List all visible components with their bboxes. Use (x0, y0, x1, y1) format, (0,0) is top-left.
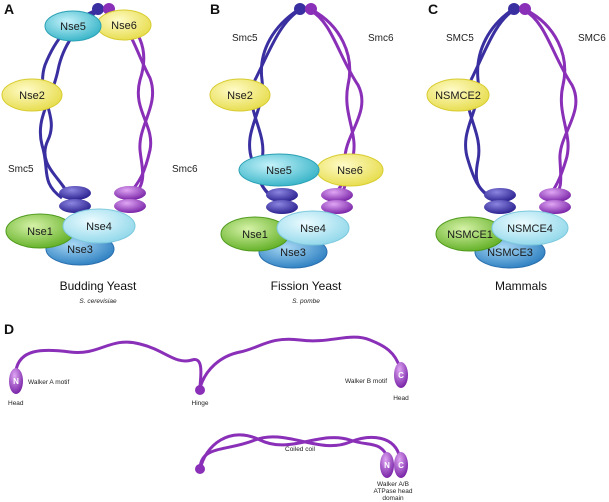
nse3-label-b: Nse3 (280, 247, 306, 259)
smc5-arm-label: Smc5 (8, 164, 34, 175)
nse6-subunit: Nse6 (96, 9, 152, 41)
nsmce4-label: NSMCE4 (507, 223, 553, 235)
nse1-subunit: Nse1 (5, 213, 75, 249)
smc6-arm-c (523, 8, 578, 200)
folded-c-letter: C (398, 461, 404, 470)
nse6-label-b: Nse6 (337, 165, 363, 177)
nse2-label-b: Nse2 (227, 90, 253, 102)
smc5-hinge-c (508, 3, 520, 15)
folded-c-head: C (394, 452, 408, 478)
panel-a-species: S. cerevisiae (79, 298, 117, 305)
smc5-arm-label-c: SMC5 (446, 33, 474, 44)
coiled-coil-label: Coiled coil (285, 446, 316, 453)
smc5-head (59, 186, 91, 213)
nse2-subunit-b: Nse2 (209, 78, 271, 112)
nsmce4-subunit: NSMCE4 (491, 210, 569, 246)
c-terminal-letter: C (398, 371, 404, 380)
smc6-hinge-b (305, 3, 317, 15)
smc5-head-b (266, 188, 298, 214)
folded-n-head: N (380, 452, 394, 478)
panel-letter-a: A (4, 1, 14, 17)
panel-d: D N C Walker A motif Head Hinge Walker B… (4, 321, 413, 502)
smc6-arm-label-c: SMC6 (578, 33, 606, 44)
panel-letter-b: B (210, 1, 220, 17)
walker-ab-line1: Walker A/B (377, 481, 409, 488)
nse2-label: Nse2 (19, 90, 45, 102)
panel-b: B Smc5 Smc6 Nse2 Nse6 (209, 1, 394, 305)
smc6-arm-label: Smc6 (172, 164, 198, 175)
smc6-head-b (321, 188, 353, 214)
nse6-label: Nse6 (111, 20, 137, 32)
walker-a-label: Walker A motif (28, 379, 69, 386)
hinge-domain-folded (195, 464, 205, 474)
walker-b-label: Walker B motif (345, 378, 387, 385)
panel-letter-d: D (4, 321, 14, 337)
nse4-label: Nse4 (86, 221, 112, 233)
nse4-subunit: Nse4 (62, 208, 136, 244)
walker-ab-line2: ATPase head (374, 488, 413, 495)
smc6-head-c (539, 188, 571, 214)
smc5-arm-c (464, 8, 515, 200)
linear-smc-chain (14, 335, 402, 389)
n-terminal-head: N (9, 368, 23, 394)
nse1-subunit-b: Nse1 (220, 216, 290, 252)
folded-n-letter: N (384, 461, 390, 470)
nsmce3-label: NSMCE3 (487, 247, 533, 259)
hinge-label: Hinge (192, 400, 209, 407)
nse4-label-b: Nse4 (300, 223, 326, 235)
nsmce2-label: NSMCE2 (435, 90, 481, 102)
smc6-arm-label-b: Smc6 (368, 33, 394, 44)
nse6-subunit-b: Nse6 (316, 153, 384, 187)
nse1-label: Nse1 (27, 226, 53, 238)
panel-b-species: S. pombe (292, 298, 320, 305)
nse1-label-b: Nse1 (242, 229, 268, 241)
panel-letter-c: C (428, 1, 438, 17)
nse5-subunit: Nse5 (44, 10, 102, 42)
head-right-label: Head (393, 395, 409, 402)
smc6-head (114, 186, 146, 213)
nse4-subunit-b: Nse4 (276, 210, 350, 246)
panel-a: A Nse6 Nse5 (1, 1, 198, 305)
hinge-domain (195, 385, 205, 395)
smc5-arm-label-b: Smc5 (232, 33, 258, 44)
c-terminal-head: C (394, 362, 408, 388)
smc6-hinge-c (519, 3, 531, 15)
panel-b-caption: Fission Yeast (271, 279, 342, 293)
smc5-hinge-b (294, 3, 306, 15)
nse5-label-b: Nse5 (266, 165, 292, 177)
panel-c: C SMC5 SMC6 NSMCE2 NSMCE3 (426, 1, 606, 293)
panel-a-caption: Budding Yeast (60, 279, 137, 293)
smc5-hinge (92, 3, 104, 15)
walker-ab-line3: domain (382, 495, 404, 502)
nse5-subunit-b: Nse5 (238, 153, 320, 187)
nsmce2-subunit: NSMCE2 (426, 78, 490, 112)
smc5-head-c (484, 188, 516, 214)
coiled-coil-chain (198, 433, 402, 471)
nse2-subunit: Nse2 (1, 78, 63, 112)
n-terminal-letter: N (13, 377, 19, 386)
head-left-label: Head (8, 400, 24, 407)
nsmce1-subunit: NSMCE1 (435, 216, 505, 252)
nse5-label: Nse5 (60, 21, 86, 33)
panel-c-caption: Mammals (495, 279, 547, 293)
nsmce1-label: NSMCE1 (447, 229, 493, 241)
nse3-label: Nse3 (67, 244, 93, 256)
